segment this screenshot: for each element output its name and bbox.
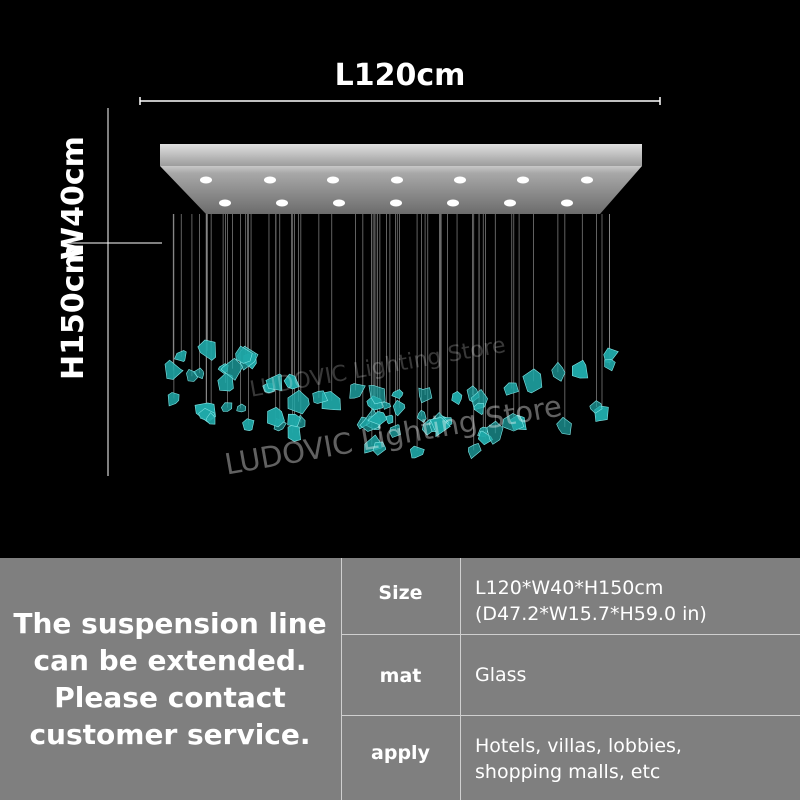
canopy-light — [390, 199, 402, 207]
glass-crystal — [193, 367, 205, 380]
glass-crystal — [571, 359, 589, 379]
glass-crystal — [368, 385, 386, 405]
glass-crystal — [486, 420, 504, 445]
table-divider — [460, 558, 461, 800]
canopy-light — [327, 176, 339, 184]
table-divider — [341, 715, 800, 716]
canopy-light — [454, 176, 466, 184]
extension-note: The suspension line can be extended. Ple… — [0, 558, 340, 800]
glass-crystal — [287, 389, 310, 415]
glass-crystal — [391, 389, 404, 400]
glass-crystal — [589, 400, 603, 414]
table-divider — [341, 634, 800, 635]
glass-crystal — [312, 390, 329, 404]
note-line: Please contact — [54, 681, 286, 714]
glass-crystal — [417, 409, 427, 423]
spec-value-apply: Hotels, villas, lobbies, shopping malls,… — [475, 735, 682, 783]
spec-value-size: L120*W40*H150cm (D47.2*W15.7*H59.0 in) — [475, 577, 707, 625]
glass-crystal — [468, 443, 482, 460]
canopy-light — [504, 199, 516, 207]
glass-crystal — [205, 412, 216, 425]
glass-crystal — [167, 392, 180, 407]
canopy-light — [276, 199, 288, 207]
glass-crystal — [236, 403, 247, 413]
glass-crystal — [409, 445, 425, 459]
spec-panel: The suspension line can be extended. Ple… — [0, 558, 800, 800]
canopy-light — [447, 199, 459, 207]
glass-crystal — [556, 416, 572, 435]
canopy-light — [581, 176, 593, 184]
glass-crystal — [473, 402, 484, 415]
spec-key-apply: apply — [371, 742, 430, 764]
glass-crystal — [349, 383, 366, 399]
canopy-light — [517, 176, 529, 184]
note-line: The suspension line — [13, 607, 327, 640]
height-label: H150cm — [56, 243, 91, 380]
glass-crystal — [604, 359, 616, 372]
glass-crystal — [522, 368, 543, 394]
product-image: L120cm W40cm H150cm LUDOVIC Lighting Sto… — [56, 58, 661, 482]
glass-crystal — [503, 382, 519, 396]
glass-crystal — [197, 339, 217, 361]
glass-crystal — [372, 441, 387, 456]
note-line: can be extended. — [33, 644, 307, 677]
canopy-lights — [200, 176, 593, 207]
spec-key-size: Size — [378, 582, 423, 604]
glass-crystal — [265, 373, 283, 391]
glass-crystal — [287, 425, 301, 442]
note-line: customer service. — [29, 718, 311, 751]
glass-crystal — [429, 417, 451, 438]
glass-crystal — [502, 413, 525, 432]
length-label: L120cm — [334, 58, 466, 93]
spec-value-material: Glass — [475, 664, 527, 686]
glass-crystal — [392, 399, 406, 417]
chandelier-illustration — [64, 97, 661, 476]
glass-crystal — [381, 401, 392, 410]
canopy-light — [391, 176, 403, 184]
glass-crystal — [389, 424, 401, 438]
glass-crystal — [235, 345, 253, 364]
glass-crystal — [220, 402, 233, 412]
canopy-light — [264, 176, 276, 184]
table-divider — [341, 558, 342, 800]
glass-crystal — [385, 414, 394, 425]
glass-crystal — [367, 411, 388, 426]
glass-crystal — [267, 406, 285, 428]
canopy-light — [219, 199, 231, 207]
glass-crystal — [242, 418, 255, 432]
canopy-light — [561, 199, 573, 207]
spec-key-material: mat — [379, 665, 422, 687]
canopy-top — [160, 144, 642, 166]
glass-crystals — [164, 339, 619, 460]
glass-crystal — [164, 359, 184, 380]
glass-crystal — [283, 373, 300, 390]
canopy-light — [333, 199, 345, 207]
glass-crystal — [174, 350, 187, 362]
canopy — [160, 166, 642, 214]
glass-crystal — [418, 387, 433, 404]
glass-crystal — [451, 391, 463, 406]
canopy-light — [200, 176, 212, 184]
glass-crystal — [551, 361, 566, 382]
